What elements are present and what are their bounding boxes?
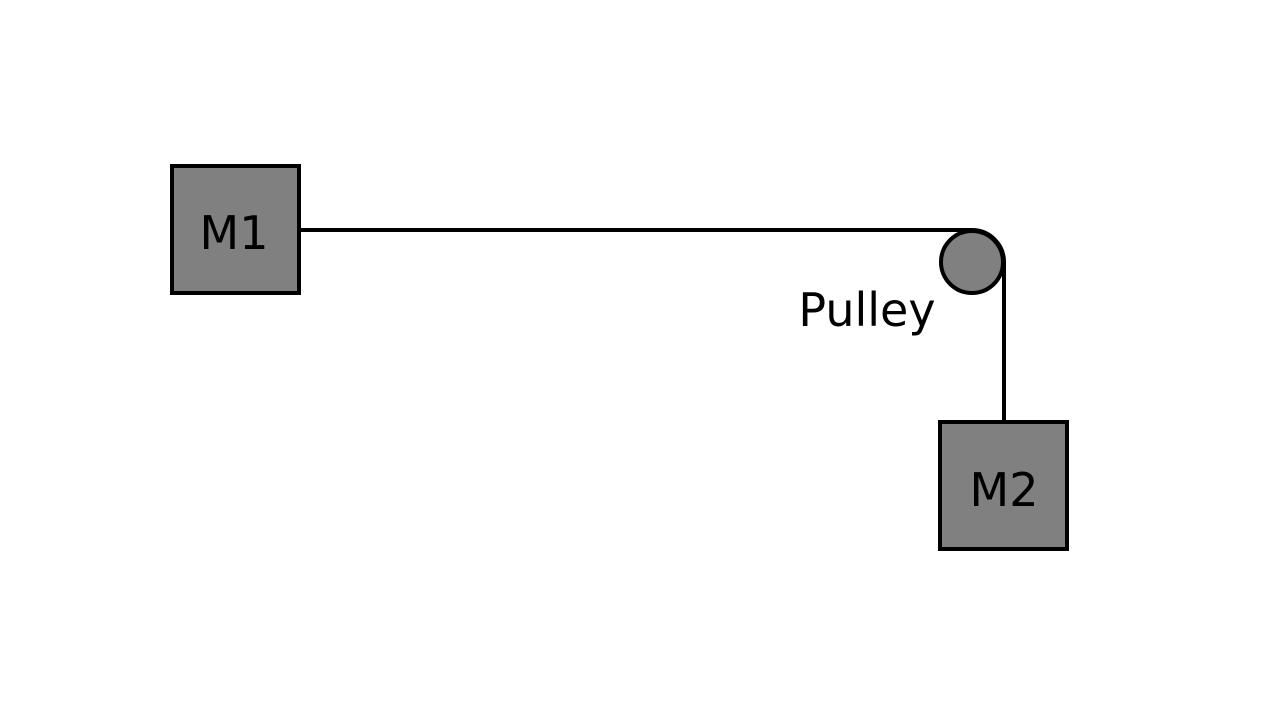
mass-1-block <box>170 164 301 295</box>
mass-2-label: M2 <box>970 463 1039 517</box>
mass-2-block <box>938 420 1069 551</box>
mass-1-label: M1 <box>200 206 269 260</box>
pulley-label: Pulley <box>798 283 935 337</box>
mass-2: M2 <box>938 420 1069 551</box>
mass-1: M1 <box>170 164 301 295</box>
pulley-wheel <box>939 229 1005 295</box>
pulley <box>939 229 1005 295</box>
